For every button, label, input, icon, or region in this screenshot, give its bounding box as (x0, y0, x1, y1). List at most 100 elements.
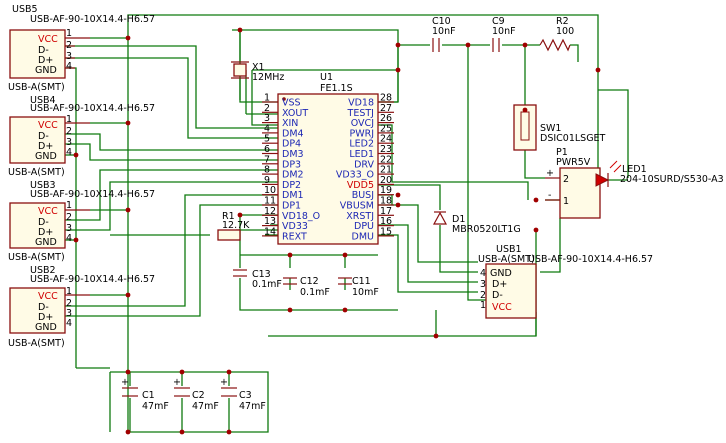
usb5-ref: USB5 (12, 4, 38, 15)
resistor-r2: R2 100 (539, 16, 574, 52)
usb4-num-2: 2 (66, 126, 72, 137)
u1-pin-led2: LED2 (349, 139, 374, 150)
r1-body (217, 229, 241, 241)
u1-pin-vbusm: VBUSM (340, 201, 374, 212)
usb1-num-1: 1 (480, 300, 486, 311)
crystal-ref: X1 (252, 62, 265, 73)
usb1-num-4: 4 (480, 268, 486, 279)
r2-value: 100 (556, 26, 574, 37)
usb5-pin-dp: D+ (38, 55, 53, 66)
usb5-num-1: 1 (66, 28, 72, 39)
usb5-pin-vcc: VCC (38, 34, 58, 45)
usb3-type: USB-A(SMT) (8, 252, 65, 263)
usb5-pin-dm: D- (38, 45, 49, 56)
usb5-type: USB-A(SMT) (8, 82, 65, 93)
c3-plus: + (220, 377, 228, 388)
c3-ref: C3 (239, 390, 252, 401)
usb4-num-4: 4 (66, 147, 72, 158)
u1-pin-dp2: DP2 (282, 180, 301, 191)
usb2-connector: USB2 USB-AF-90-10X14.4-H6.57 VCC D- D+ G… (8, 265, 155, 349)
usb2-num-2: 2 (66, 298, 72, 309)
u1-pin-num-28: 28 (380, 93, 392, 104)
led1-ref: LED1 (622, 164, 647, 175)
c2-plus: + (173, 377, 181, 388)
u1-pin-dp3: DP3 (282, 159, 301, 170)
u1-pin-num-2: 2 (264, 103, 270, 114)
u1-body (277, 93, 379, 245)
d1-value: MBR0520LT1G (452, 224, 521, 235)
u1-pin-xin: XIN (282, 118, 298, 129)
cap-c10: C10 10nF (432, 16, 456, 52)
d1-ref: D1 (452, 214, 465, 225)
usb3-connector: USB3 USB-AF-90-10X14.4-H6.57 VCC D- D+ G… (8, 180, 155, 263)
usb3-num-2: 2 (66, 212, 72, 223)
u1-pin-vd33_o: VD33_O (336, 170, 374, 181)
c2-value: 47mF (192, 401, 219, 412)
usb1-pin-vcc: VCC (492, 302, 512, 313)
cap-c13: C13 0.1mF (233, 269, 282, 290)
usb2-num-4: 4 (66, 318, 72, 329)
usb5-pin-gnd: GND (35, 65, 57, 76)
c12-ref: C12 (300, 276, 319, 287)
c13-value: 0.1mF (252, 279, 282, 290)
usb1-connector: USB1 USB-A(SMT) USB-AF-90-10X14.4-H6.57 … (478, 244, 653, 319)
junctions (73, 27, 601, 435)
p1-ref: P1 (556, 147, 568, 158)
usb4-pin-vcc: VCC (38, 120, 58, 131)
u1-value: FE1.1S (320, 83, 353, 94)
u1-pin-num-13: 13 (264, 216, 276, 227)
u1-ref: U1 (320, 72, 333, 83)
u1-pin-num-17: 17 (380, 206, 392, 217)
usb5-footprint: USB-AF-90-10X14.4-H6.57 (30, 14, 155, 25)
c3-value: 47mF (239, 401, 266, 412)
u1-pin-dp1: DP1 (282, 201, 301, 212)
c11-ref: C11 (352, 276, 371, 287)
u1-pin-led1: LED1 (349, 149, 374, 160)
u1-pin-num-3: 3 (264, 113, 270, 124)
c10-ref: C10 (432, 16, 451, 27)
u1-pin-dpu: DPU (354, 221, 374, 232)
u1-pin-num-25: 25 (380, 123, 392, 134)
usb1-num-3: 3 (480, 279, 486, 290)
u1-pin-rext: REXT (282, 231, 307, 242)
crystal-body (233, 63, 247, 77)
p1-minus: - (548, 190, 551, 201)
sw1-value: DSIC01LSGET (540, 133, 606, 144)
u1-pin-num-11: 11 (264, 196, 276, 207)
usb4-ref: USB4 (30, 95, 56, 106)
c1-plus: + (121, 377, 129, 388)
usb2-body (9, 287, 66, 334)
r1-value: 12.7K (222, 220, 250, 231)
switch-sw1: SW1 DSIC01LSGET (513, 104, 606, 151)
resistor-r1: R1 12.7K (217, 211, 250, 241)
c1-value: 47mF (142, 401, 169, 412)
diode-d1: D1 MBR0520LT1G (432, 211, 521, 235)
u1-pin-dm3: DM3 (282, 149, 304, 160)
u1-pin-num-21: 21 (380, 165, 392, 176)
usb2-pin-gnd: GND (35, 322, 57, 333)
c9-ref: C9 (492, 16, 505, 27)
u1-pin-num-8: 8 (264, 165, 270, 176)
usb1-pin-dm: D- (492, 290, 503, 301)
usb1-pin-gnd: GND (490, 268, 512, 279)
p1-plus: + (546, 168, 554, 179)
u1-pin-num-22: 22 (380, 154, 392, 165)
usb1-type: USB-A(SMT) (478, 254, 535, 265)
usb1-body (485, 263, 537, 319)
u1-pin-num-16: 16 (380, 216, 392, 227)
u1-pin-dmu: DMU (352, 231, 375, 242)
usb3-pin-gnd: GND (35, 237, 57, 248)
p1-value: PWR5V (556, 157, 591, 168)
u1-pin-vd18: VD18 (348, 98, 374, 109)
u1-pin-num-24: 24 (380, 134, 392, 145)
u1-pin-num-12: 12 (264, 206, 276, 217)
usb5-num-3: 3 (66, 51, 72, 62)
usb4-pin-gnd: GND (35, 151, 57, 162)
c2-ref: C2 (192, 390, 205, 401)
cap-c9: C9 10nF (492, 16, 516, 52)
u1-pin-num-15: 15 (380, 226, 392, 237)
u1-pin-num-14: 14 (264, 226, 276, 237)
u1-pin-dm4: DM4 (282, 128, 304, 139)
